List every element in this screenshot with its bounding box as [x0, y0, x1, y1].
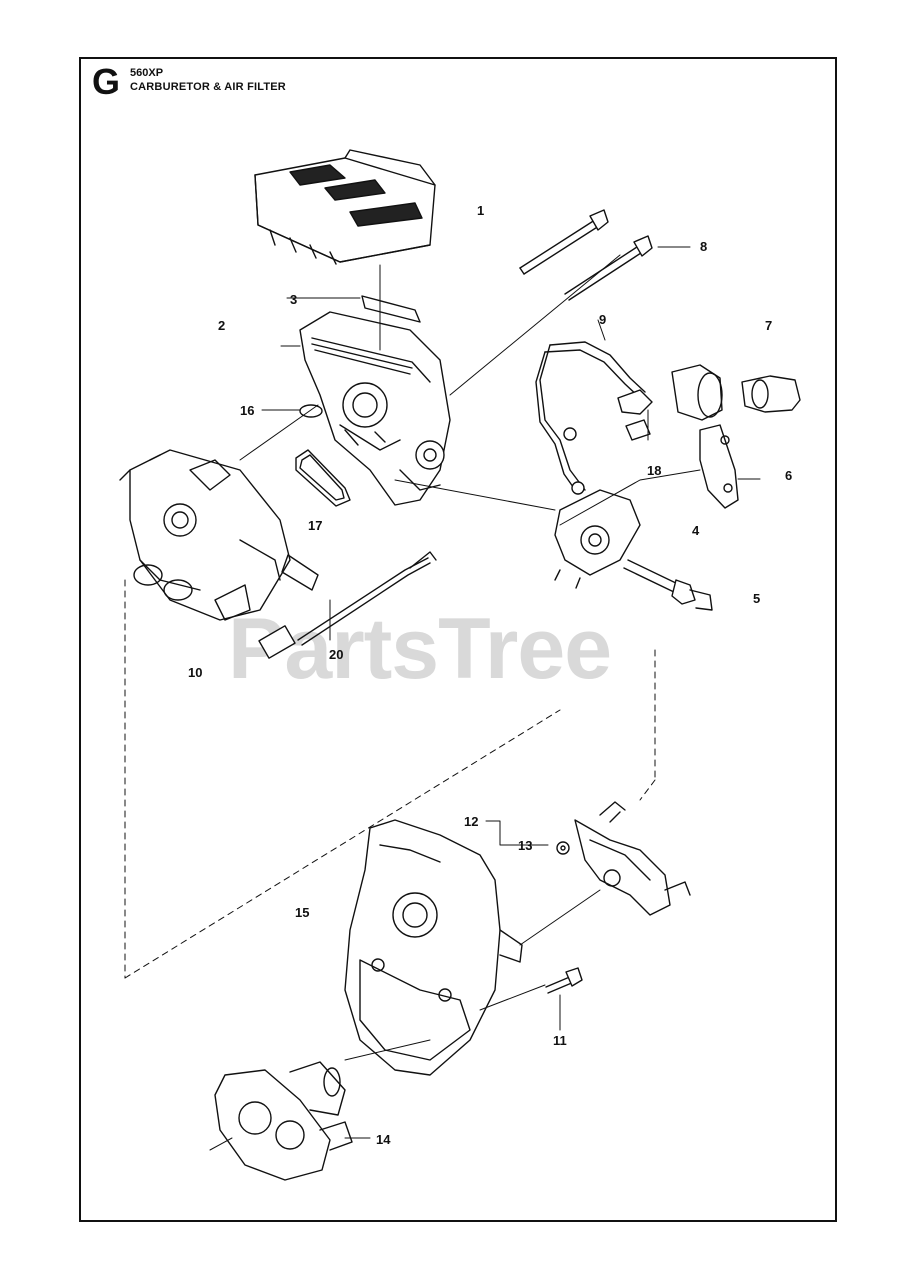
callout-3: 3 — [290, 292, 298, 307]
shaft-part-5[interactable] — [623, 559, 713, 611]
cover-plate-part-15[interactable] — [344, 819, 523, 1076]
watermark: PartsTree — [228, 601, 612, 697]
diagram-title: CARBURETOR & AIR FILTER — [130, 81, 286, 93]
bolt-part-8[interactable] — [564, 235, 653, 301]
choke-plate-part-4[interactable] — [554, 489, 641, 589]
lever-part-6[interactable] — [699, 424, 739, 509]
callout-8: 8 — [700, 239, 708, 254]
callout-2: 2 — [218, 318, 226, 333]
bracket-part-12[interactable] — [574, 801, 691, 916]
o-ring-part-16[interactable] — [299, 404, 323, 418]
fuel-line-part-9[interactable] — [535, 341, 646, 495]
callout-7: 7 — [765, 318, 773, 333]
seal-part-17[interactable] — [295, 449, 351, 507]
callout-16: 16 — [240, 403, 255, 418]
callout-4: 4 — [692, 523, 700, 538]
callout-12: 12 — [464, 814, 479, 829]
callout-18: 18 — [647, 463, 662, 478]
gasket-part-3[interactable] — [361, 295, 421, 323]
primer-bulb-part-7[interactable] — [671, 364, 801, 421]
callout-17: 17 — [308, 518, 323, 533]
nut-part-13[interactable] — [556, 841, 570, 855]
intake-manifold-part-14[interactable] — [214, 1061, 353, 1181]
bolt-long-part[interactable] — [519, 209, 609, 275]
model-number: 560XP — [130, 67, 164, 79]
callout-15: 15 — [295, 905, 310, 920]
callout-14: 14 — [376, 1132, 391, 1147]
callout-5: 5 — [753, 591, 761, 606]
clip-part-18[interactable] — [617, 389, 653, 441]
screw-part-11[interactable] — [545, 967, 583, 994]
carburetor-part-10[interactable] — [119, 449, 319, 621]
air-filter-cover-part[interactable] — [254, 149, 436, 265]
section-letter: G — [92, 61, 121, 102]
callout-13: 13 — [518, 838, 533, 853]
callout-11: 11 — [553, 1033, 567, 1048]
callout-1: 1 — [477, 203, 485, 218]
diagram-frame — [79, 57, 837, 1222]
callout-6: 6 — [785, 468, 793, 483]
callout-9: 9 — [599, 312, 607, 327]
callout-10: 10 — [188, 665, 203, 680]
cable-part-20[interactable] — [258, 551, 437, 659]
filter-holder-part[interactable] — [299, 311, 451, 506]
callout-20: 20 — [329, 647, 344, 662]
